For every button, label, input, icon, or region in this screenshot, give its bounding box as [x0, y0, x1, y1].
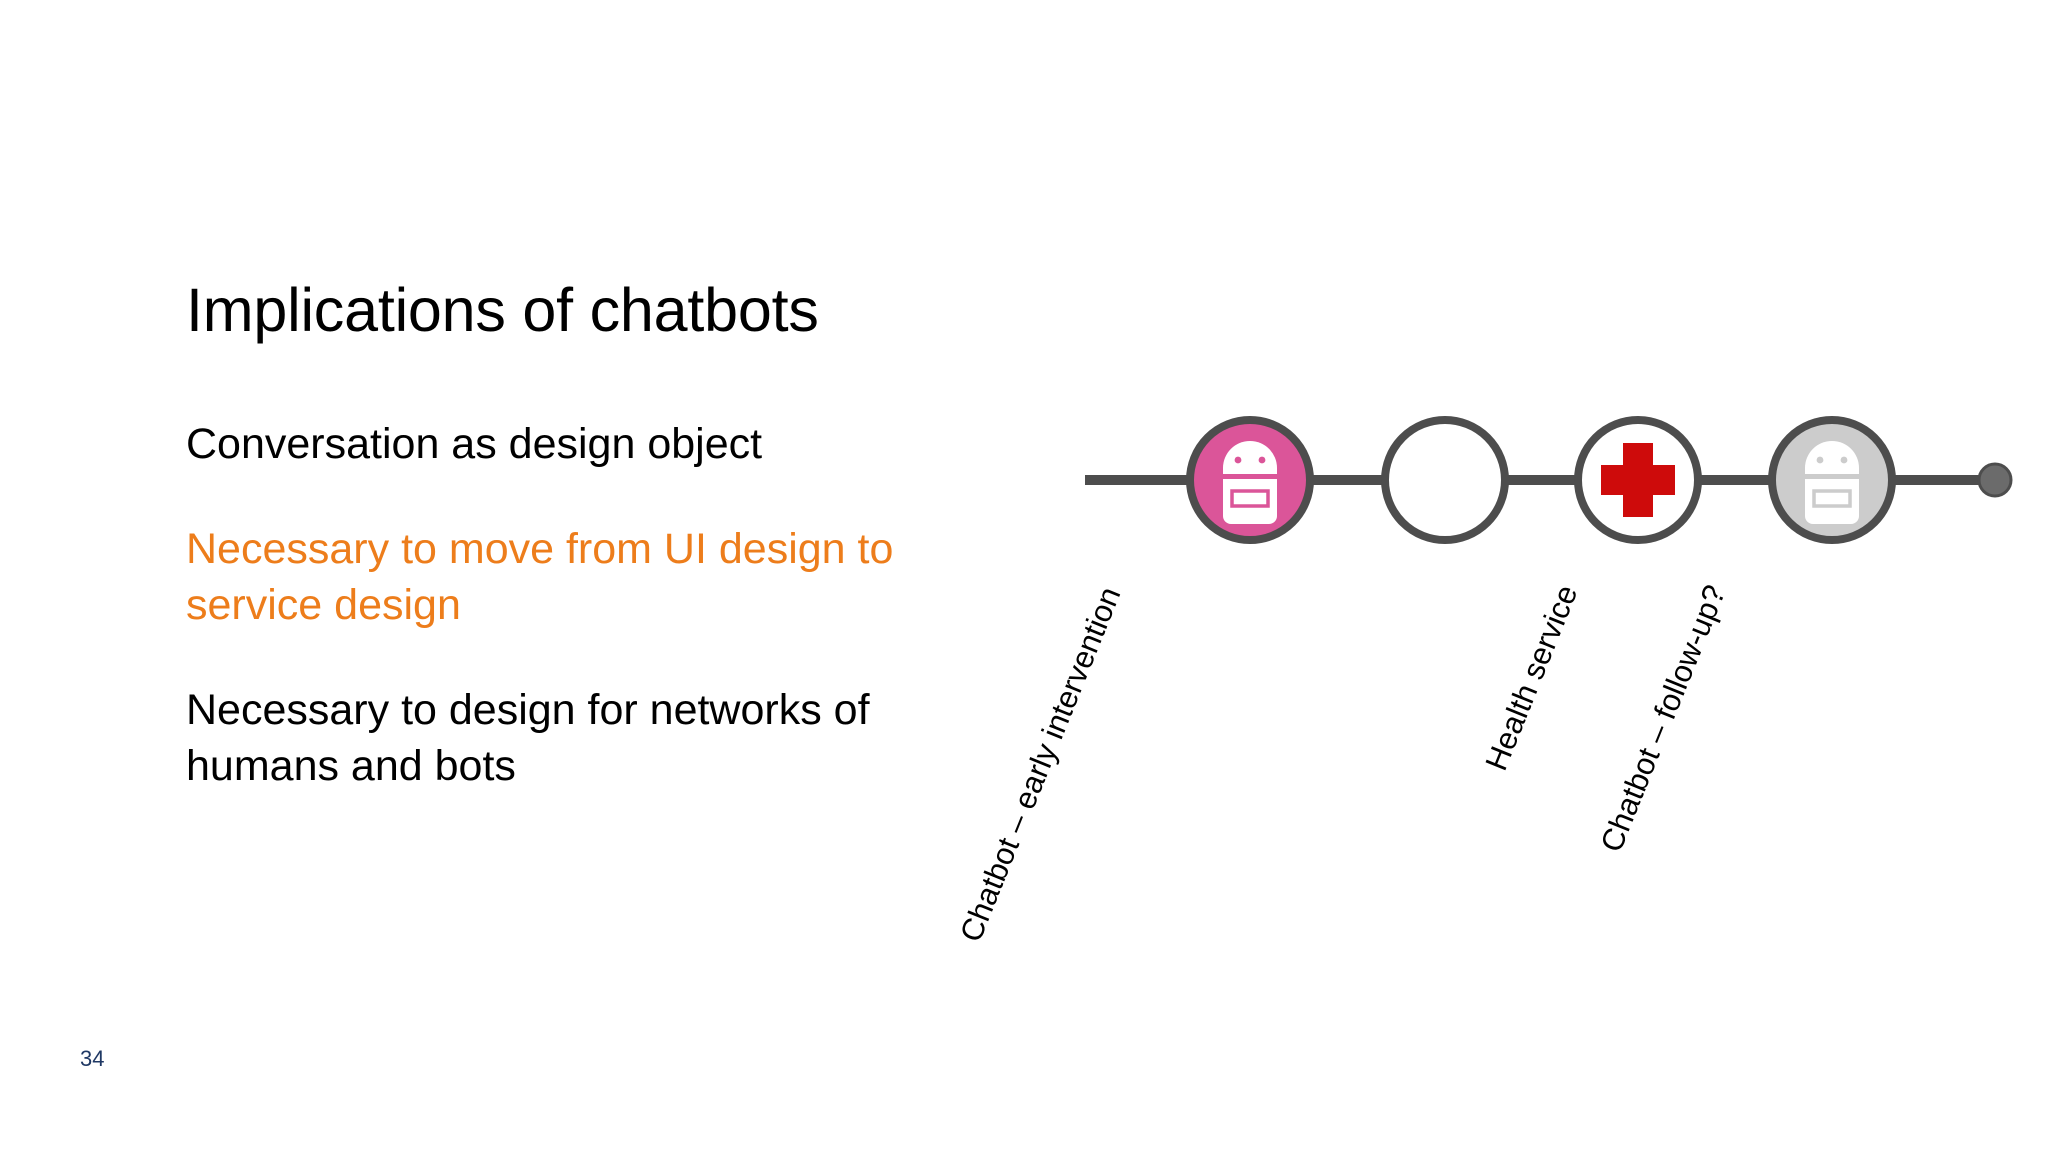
timeline-label-chatbot-early: Chatbot – early intervention	[952, 582, 1128, 947]
node-health-service[interactable]	[1574, 416, 1702, 544]
node-chatbot-followup[interactable]	[1768, 416, 1896, 544]
page-number: 34	[80, 1046, 105, 1071]
timeline-label-health-service: Health service	[1478, 580, 1585, 776]
body-paragraph-3: Necessary to design for networks of huma…	[186, 686, 870, 790]
timeline-diagram	[1060, 380, 2030, 580]
body-paragraph-2-accent: Necessary to move from UI design to serv…	[186, 525, 894, 629]
timeline-label-chatbot-followup: Chatbot – follow-up?	[1593, 580, 1733, 857]
red-cross-icon	[1601, 443, 1675, 517]
end-dot	[1977, 462, 2013, 498]
chatbot-icon	[1805, 441, 1859, 524]
chatbot-icon	[1223, 441, 1277, 524]
page-title: Implications of chatbots	[186, 276, 819, 344]
node-chatbot-early[interactable]	[1186, 416, 1314, 544]
slide-text-column: Implications of chatbots Conversation as…	[186, 278, 976, 794]
node-empty[interactable]	[1381, 416, 1509, 544]
empty-circle-icon	[1381, 416, 1509, 544]
body-paragraph-1: Conversation as design object	[186, 419, 763, 468]
